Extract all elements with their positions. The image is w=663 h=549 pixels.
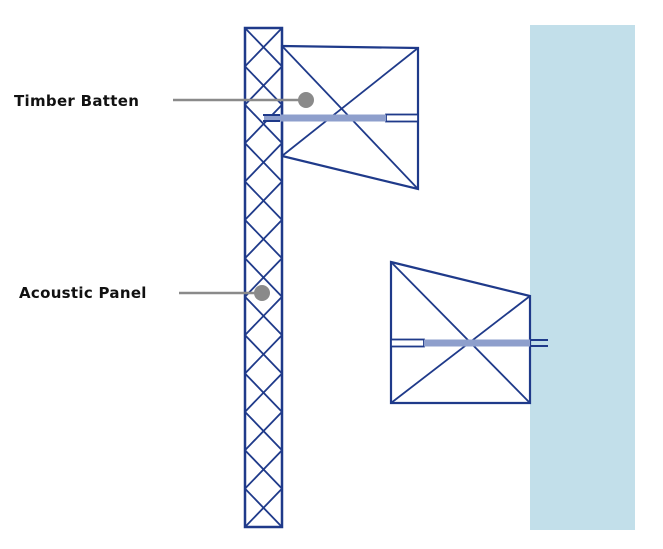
- panel-lattice-line: [244, 219, 283, 259]
- wall-substrate: [530, 25, 635, 530]
- panel-lattice-line: [244, 449, 283, 490]
- leader-timber-batten: [173, 92, 314, 108]
- label-timber-batten: Timber Batten: [14, 92, 139, 110]
- panel-lattice-line: [244, 65, 283, 106]
- panel-lattice-line: [244, 411, 283, 451]
- fixing-screw-lower: [424, 339, 548, 347]
- fixing-slot-lower: [390, 338, 425, 348]
- panel-lattice-line: [244, 334, 283, 375]
- leader-acoustic-panel: [179, 285, 270, 301]
- panel-lattice-line: [244, 27, 283, 68]
- fixing-slot-upper: [385, 113, 419, 123]
- panel-lattice-line: [244, 296, 283, 336]
- panel-lattice-line: [244, 487, 283, 528]
- fixing-screw-upper: [263, 114, 386, 122]
- panel-lattice-line: [244, 180, 283, 221]
- label-acoustic-panel: Acoustic Panel: [19, 284, 147, 302]
- panel-lattice-line: [244, 372, 283, 413]
- panel-lattice-line: [244, 104, 283, 144]
- timber-batten-lower: [389, 260, 532, 405]
- acoustic-panel: [243, 26, 284, 529]
- panel-lattice-line: [244, 142, 283, 183]
- panel-lattice-line: [244, 257, 283, 298]
